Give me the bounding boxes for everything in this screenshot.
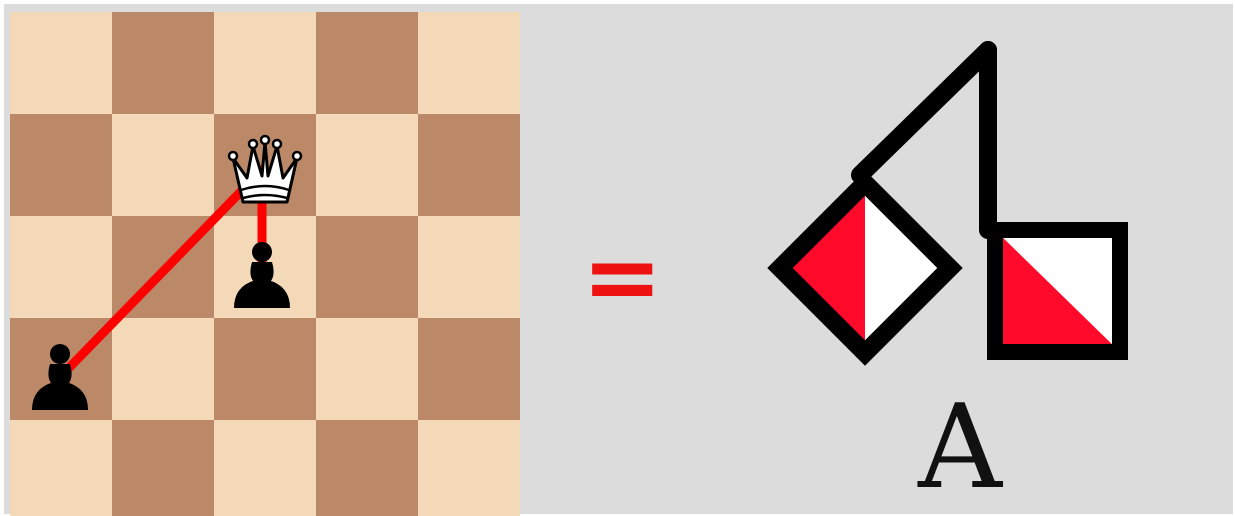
dark-square <box>418 114 520 216</box>
light-square <box>214 420 316 516</box>
dark-square <box>316 12 418 114</box>
light-square <box>418 12 520 114</box>
light-square <box>316 114 418 216</box>
chess-board <box>10 12 520 516</box>
light-square <box>316 318 418 420</box>
semaphore-figure <box>740 30 1160 390</box>
light-square <box>418 216 520 318</box>
semaphore-letter: A <box>880 388 1040 508</box>
light-square <box>10 216 112 318</box>
left-semaphore-flag <box>770 170 960 370</box>
dark-square <box>112 12 214 114</box>
light-square <box>418 420 520 516</box>
equals-sign: = <box>582 222 662 332</box>
light-square <box>10 12 112 114</box>
dark-square <box>112 420 214 516</box>
light-square <box>214 12 316 114</box>
dark-square <box>316 216 418 318</box>
light-square <box>112 318 214 420</box>
left-flag-staff <box>860 50 988 175</box>
light-square <box>10 420 112 516</box>
dark-square <box>316 420 418 516</box>
dark-square <box>10 114 112 216</box>
dark-square <box>418 318 520 420</box>
dark-square <box>214 318 316 420</box>
light-square <box>112 114 214 216</box>
right-semaphore-flag <box>995 230 1120 352</box>
